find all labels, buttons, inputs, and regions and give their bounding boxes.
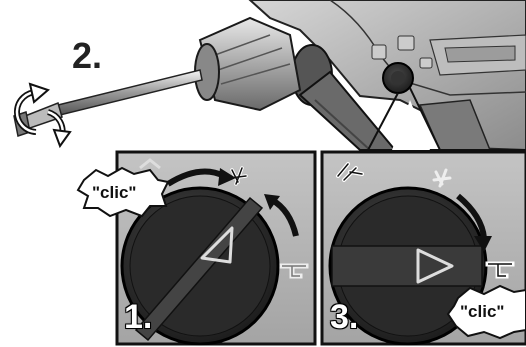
clic-callout-left: "clic" bbox=[92, 184, 136, 201]
screwdriver-bit bbox=[14, 70, 202, 136]
drill-body bbox=[195, 0, 526, 150]
step-2-label: 2. bbox=[72, 38, 102, 74]
step-1-label: 1. bbox=[124, 300, 152, 334]
step-3-label: 3. bbox=[330, 300, 358, 334]
clic-callout-right: "clic" bbox=[460, 303, 504, 320]
